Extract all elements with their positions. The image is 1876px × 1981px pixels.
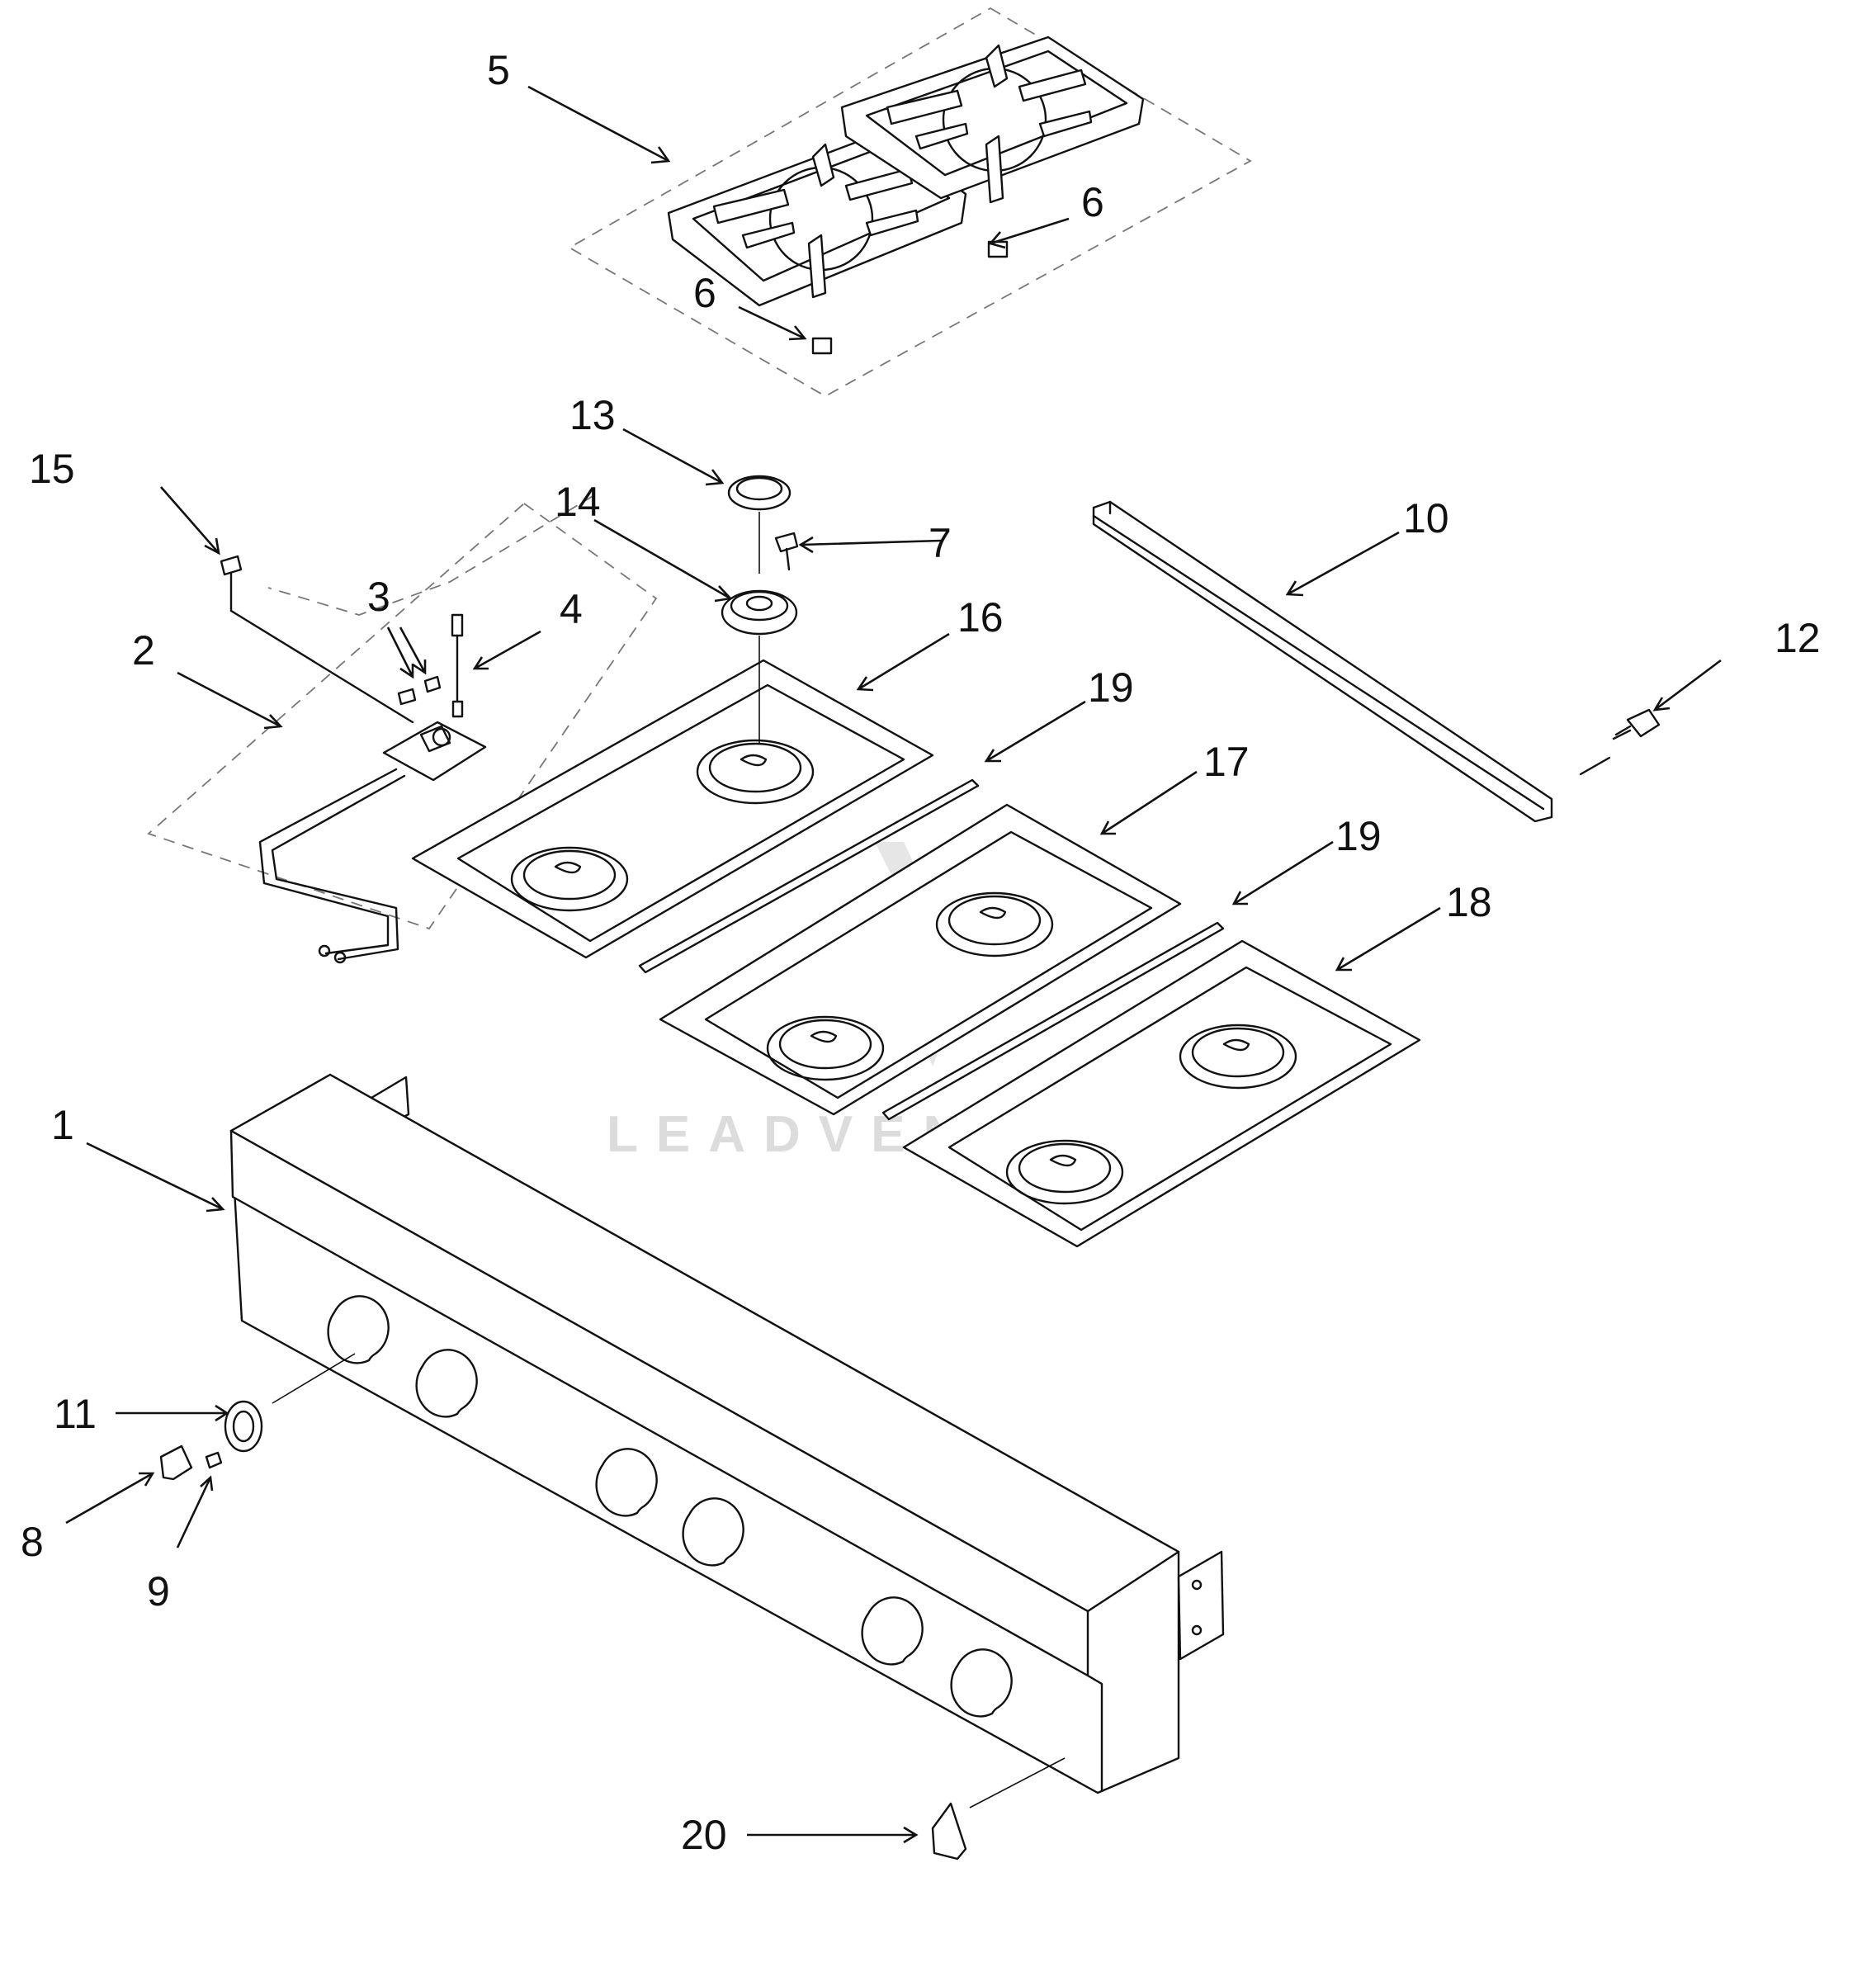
callout-16: 16 [957,594,1004,641]
callout-9: 9 [147,1568,170,1615]
callout-13: 13 [569,392,616,438]
callout-labels: 5 6 6 13 15 14 7 10 3 4 2 16 12 19 17 19… [21,47,1821,1858]
callout-14: 14 [555,479,601,525]
part-grates [568,7,1252,398]
callout-2: 2 [132,627,155,674]
callout-11: 11 [54,1391,97,1437]
callout-15: 15 [29,446,75,492]
leader-arrows [65,85,1722,1844]
callout-4: 4 [560,586,583,632]
callout-12: 12 [1774,615,1821,661]
part-20 [931,1802,967,1860]
part-valve-assembly [147,494,658,964]
callout-5: 5 [487,47,510,93]
callout-7: 7 [929,520,952,566]
part-burner [721,475,799,636]
callout-10: 10 [1403,495,1449,541]
callout-1: 1 [51,1102,74,1148]
callout-19-a: 19 [1088,664,1134,711]
callout-17: 17 [1203,739,1250,785]
callout-18: 18 [1446,879,1492,925]
part-drip-pan-17 [659,803,1182,1116]
callout-3: 3 [367,574,390,620]
part-knob [159,1400,263,1481]
callout-19-b: 19 [1335,813,1382,859]
part-drip-pan-18 [902,939,1421,1248]
part-panel [229,1073,1225,1808]
part-drip-pan-16 [411,636,934,959]
callout-6-b: 6 [693,270,716,316]
part-strips-19 [638,778,1225,1121]
callout-8: 8 [21,1519,44,1565]
callout-6-a: 6 [1081,179,1104,225]
part-rail [1092,500,1661,823]
callout-20: 20 [681,1812,727,1858]
